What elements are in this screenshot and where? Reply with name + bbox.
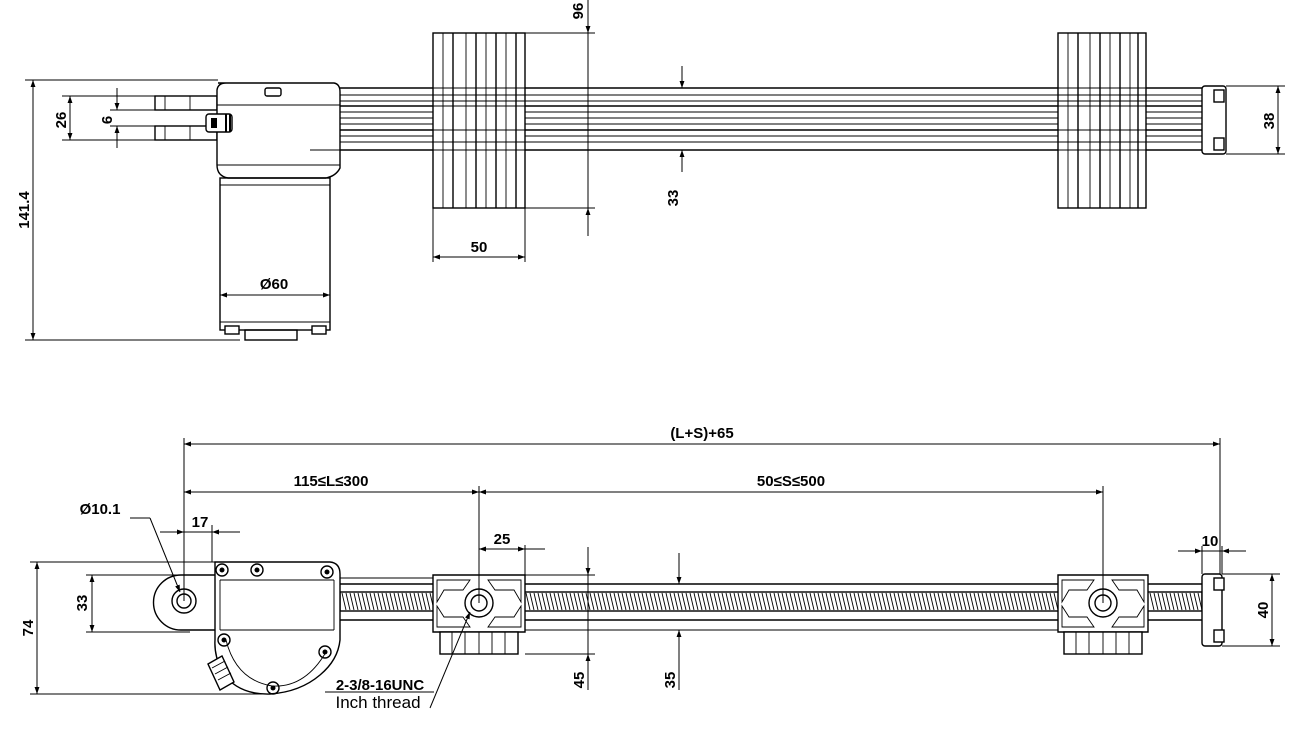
dim-rail-height: 35 xyxy=(662,672,679,689)
top-dimensions xyxy=(25,0,1285,341)
thread-spec-label: 2-3/8-16UNC xyxy=(336,677,425,694)
dim-hole-height: 33 xyxy=(74,595,91,612)
dim-side-overall-height: 74 xyxy=(20,619,37,636)
dim-end-height-side: 40 xyxy=(1255,602,1272,619)
dim-rod-center: 33 xyxy=(665,190,682,207)
carriage-block-right xyxy=(1057,32,1147,209)
gearbox-screws xyxy=(215,563,334,695)
thread-type-label: Inch thread xyxy=(335,693,420,712)
dim-block-offset: 25 xyxy=(494,531,511,548)
dim-block-width: 50 xyxy=(471,239,488,256)
top-view: 141.4 26 6 Ø60 96 50 33 38 xyxy=(16,0,1285,341)
side-view: (L+S)+65 115≤L≤300 50≤S≤500 Ø10.1 17 25 … xyxy=(20,425,1280,712)
gear-housing xyxy=(207,561,341,695)
side-dimensions xyxy=(30,438,1280,709)
dim-retracted-range: 115≤L≤300 xyxy=(294,473,369,490)
side-end-cap xyxy=(1201,573,1225,647)
dim-hole-offset: 17 xyxy=(192,514,209,531)
dim-total-length: (L+S)+65 xyxy=(670,425,733,442)
rear-clevis xyxy=(152,574,221,631)
motor-can xyxy=(219,177,331,341)
dim-hole-diameter: Ø10.1 xyxy=(80,501,121,518)
dim-end-thickness: 10 xyxy=(1202,533,1219,550)
dim-connector-height: 26 xyxy=(53,112,70,129)
dim-overall-height: 141.4 xyxy=(16,191,33,229)
dim-block-height-side: 45 xyxy=(571,672,588,689)
dim-block-height: 96 xyxy=(570,3,587,20)
gearbox-body xyxy=(205,82,341,179)
dim-stroke-range: 50≤S≤500 xyxy=(757,473,825,490)
dim-end-height: 38 xyxy=(1261,113,1278,130)
nut-block-left xyxy=(432,574,526,655)
dim-motor-diameter: Ø60 xyxy=(260,276,288,293)
carriage-block-left xyxy=(432,32,526,209)
dim-connector-gap: 6 xyxy=(99,116,116,124)
end-cap xyxy=(1201,85,1227,155)
nut-block-right xyxy=(1057,574,1149,655)
